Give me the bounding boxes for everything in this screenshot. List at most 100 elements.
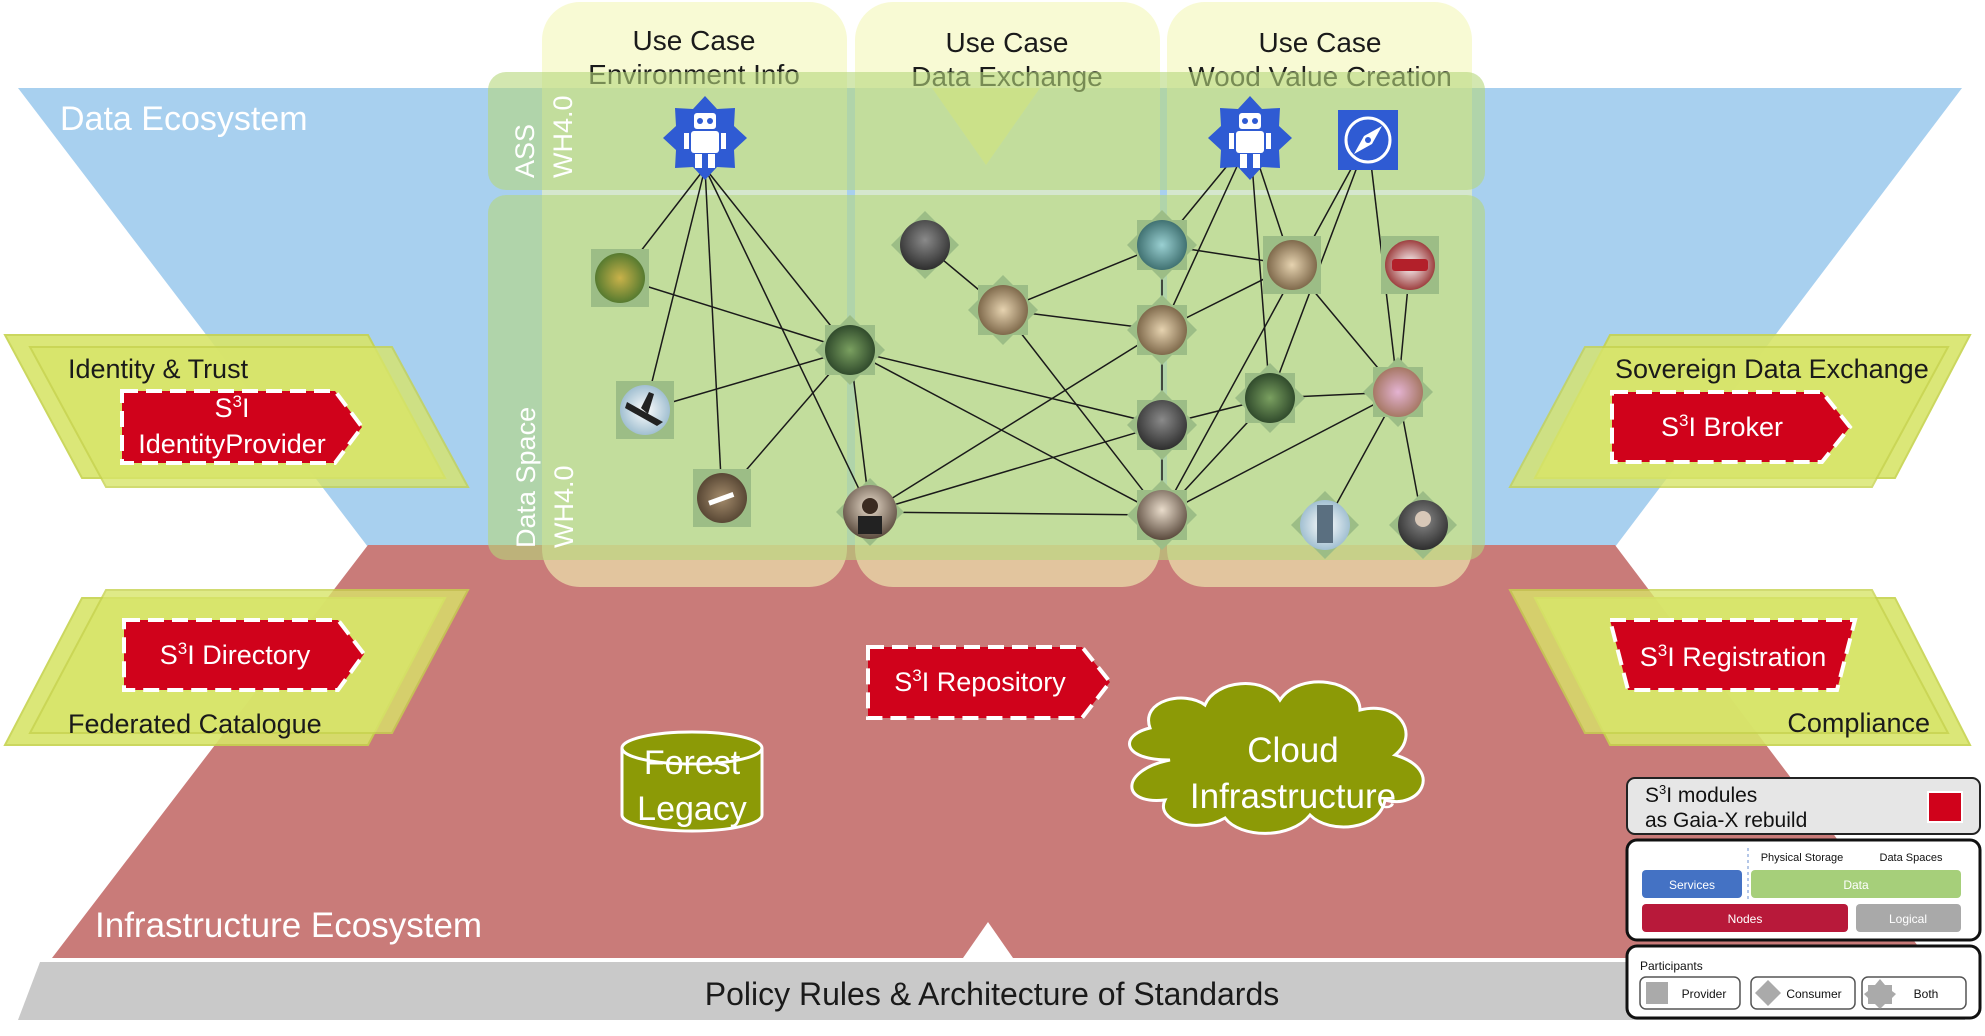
use-case-title-line1: Use Case xyxy=(946,27,1069,58)
policy-label: Policy Rules & Architecture of Standards xyxy=(705,976,1280,1012)
edge xyxy=(1161,391,1399,516)
legend-nodes-bar xyxy=(1642,904,1848,932)
stacked-logs-node-icon xyxy=(1127,295,1197,365)
legend-modules-line2: as Gaia-X rebuild xyxy=(1645,809,1807,832)
edge xyxy=(1249,137,1271,399)
wood-truck-node-icon xyxy=(1127,480,1197,550)
infrastructure-ecosystem-band xyxy=(52,545,1927,958)
compass-icon xyxy=(1338,110,1398,170)
svg-text:S3I Repository: S3I Repository xyxy=(894,666,1066,697)
module-name-superscript: 3 xyxy=(912,666,921,685)
airplane-node-icon xyxy=(616,381,674,439)
module-name-part: I Repository xyxy=(922,667,1067,697)
ass-lane-label: ASS xyxy=(510,124,540,178)
module-name-part: I Directory xyxy=(187,640,311,670)
legend-services-bar xyxy=(1642,870,1742,898)
legend-both-shape xyxy=(1864,979,1896,1009)
forest-legacy-label-line1: Forest xyxy=(644,744,741,782)
legend-provider-shape xyxy=(1646,982,1668,1004)
legend-modules: S3I modules as Gaia-X rebuild xyxy=(1626,777,1981,835)
soil-sample-icon xyxy=(693,469,751,527)
edge xyxy=(704,167,871,513)
use-case-title-line1: Use Case xyxy=(633,25,756,56)
federated-catalogue-panel: S3I Directory Federated Catalogue xyxy=(3,589,470,746)
module-name-superscript: 3 xyxy=(1658,641,1667,660)
policy-band xyxy=(18,962,1965,1020)
edge xyxy=(869,424,1163,513)
edge xyxy=(1002,244,1163,311)
wood-chips-node-icon xyxy=(1381,236,1439,294)
compliance-title: Compliance xyxy=(1787,708,1930,738)
legend-consumer-shape xyxy=(1755,980,1781,1006)
woodland-node-icon xyxy=(1235,363,1305,433)
s3i-registration-module[interactable]: S3I Registration xyxy=(1607,618,1858,692)
data-space-lane-label: Data Space xyxy=(511,407,541,548)
forest-legacy-database-icon: Forest Legacy xyxy=(620,730,764,833)
legend-physical-storage: Physical Storage xyxy=(1761,852,1844,864)
module-name-part: S xyxy=(215,393,233,423)
sovereign-data-exchange-title: Sovereign Data Exchange xyxy=(1615,354,1929,384)
s3i-identityprovider-module[interactable]: S3I IdentityProvider xyxy=(120,389,365,465)
legend-text-part: S xyxy=(1645,784,1659,807)
edge xyxy=(849,349,1163,426)
legend-participants: Participants Provider Consumer Both xyxy=(1625,944,1982,1020)
legend-data-bar xyxy=(1751,870,1961,898)
legend-data-spaces: Data Spaces xyxy=(1880,852,1943,864)
edge xyxy=(704,167,723,499)
module-name-line2: IdentityProvider xyxy=(138,429,326,459)
identity-trust-title: Identity & Trust xyxy=(68,354,249,384)
legend-provider-label: Provider xyxy=(1682,987,1727,1001)
module-name-superscript: 3 xyxy=(233,392,242,411)
data-space-lane xyxy=(488,195,1485,560)
use-case-title-line1: Use Case xyxy=(1259,27,1382,58)
legend-data-label: Data xyxy=(1843,878,1869,892)
building-node-icon xyxy=(891,211,959,279)
infrastructure-ecosystem-label: Infrastructure Ecosystem xyxy=(95,906,482,945)
sovereign-data-exchange-panel: Sovereign Data Exchange S3I Broker xyxy=(1508,334,1972,488)
identity-trust-panel: Identity & Trust S3I IdentityProvider xyxy=(3,334,470,488)
legend-logical-bar xyxy=(1856,904,1961,932)
edge xyxy=(1161,137,1251,331)
phone-user-node-icon xyxy=(1127,390,1197,460)
cloud-label-line2: Infrastructure xyxy=(1190,777,1396,816)
svg-text:S3I Registration: S3I Registration xyxy=(1640,641,1827,672)
cloud-infrastructure-icon: Cloud Infrastructure xyxy=(1128,680,1425,835)
edge xyxy=(1161,137,1369,516)
ass-lane xyxy=(488,72,1485,190)
module-name-part: S xyxy=(894,667,912,697)
legend-services-label: Services xyxy=(1669,878,1715,892)
federated-catalogue-title: Federated Catalogue xyxy=(68,709,322,739)
legend-nodes-label: Nodes xyxy=(1728,912,1763,926)
legend-superscript: 3 xyxy=(1659,782,1666,797)
person-node-icon xyxy=(836,478,904,546)
module-name-part: S xyxy=(1661,412,1679,442)
edge xyxy=(619,277,851,351)
edge xyxy=(1002,309,1163,516)
legend-both-label: Both xyxy=(1914,987,1939,1001)
compliance-panel: S3I Registration Compliance xyxy=(1508,589,1972,746)
svg-text:S3I: S3I xyxy=(215,392,250,423)
legend-consumer-label: Consumer xyxy=(1786,987,1841,1001)
svg-text:S3I Directory: S3I Directory xyxy=(160,639,311,670)
edge xyxy=(849,349,1163,516)
module-name-superscript: 3 xyxy=(1679,411,1688,430)
s3i-directory-module[interactable]: S3I Directory xyxy=(122,618,367,692)
forest-legacy-label-line2: Legacy xyxy=(637,790,747,828)
log-pile-node-icon xyxy=(968,275,1038,345)
harvester-node-icon xyxy=(1127,210,1197,280)
legend-participants-title: Participants xyxy=(1640,959,1703,973)
svg-text:S3I modules: S3I modules xyxy=(1645,782,1757,807)
module-name-part: I Registration xyxy=(1667,642,1826,672)
edge xyxy=(869,511,1163,516)
edge xyxy=(644,349,851,411)
cloud-label-line1: Cloud xyxy=(1247,731,1338,770)
edge xyxy=(644,167,706,411)
policy-notch xyxy=(963,922,1013,958)
s3i-broker-module[interactable]: S3I Broker xyxy=(1610,390,1853,464)
module-name-part: S xyxy=(1640,642,1658,672)
s3i-repository-module[interactable]: S3I Repository xyxy=(866,645,1113,720)
scatter-node-icon xyxy=(1363,357,1433,427)
forest-node-icon xyxy=(591,249,649,307)
edge xyxy=(869,329,1163,513)
svg-text:S3I Broker: S3I Broker xyxy=(1661,411,1783,442)
